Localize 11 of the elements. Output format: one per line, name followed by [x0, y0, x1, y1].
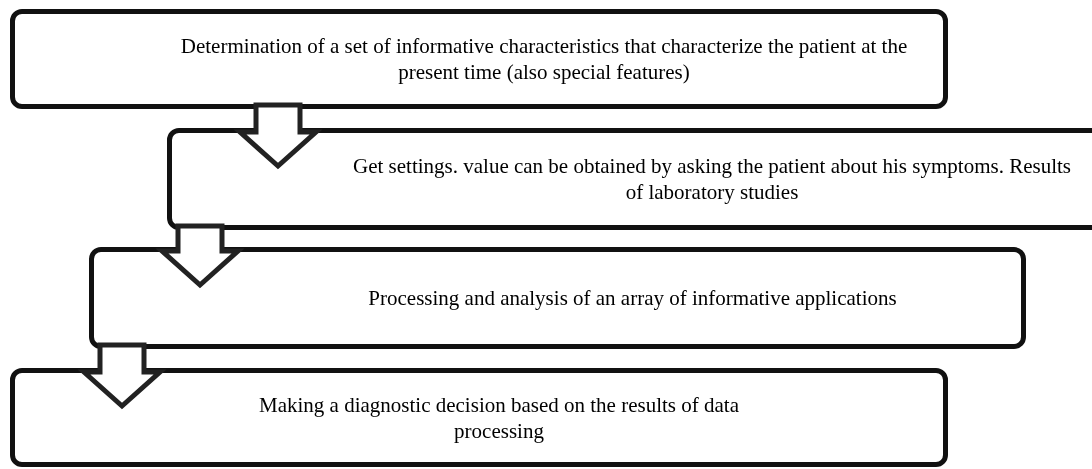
box-text: Processing and analysis of an array of informative applications: [368, 285, 897, 311]
block-arrow: [77, 342, 167, 410]
box-text: Get settings. value can be obtained by asking the patient about his symptoms. Results of laboratory studies: [352, 153, 1072, 205]
box-text: Determination of a set of informative characteristics that characterize the patient at the present time (also special features): [179, 33, 909, 85]
block-arrow: [155, 223, 245, 289]
process-box: [167, 128, 1092, 230]
process-box: [10, 368, 948, 467]
block-arrow: [233, 102, 323, 170]
process-box: [89, 247, 1026, 349]
box-text: Making a diagnostic decision based on the results of data processing: [258, 391, 740, 444]
process-box: [10, 9, 948, 109]
